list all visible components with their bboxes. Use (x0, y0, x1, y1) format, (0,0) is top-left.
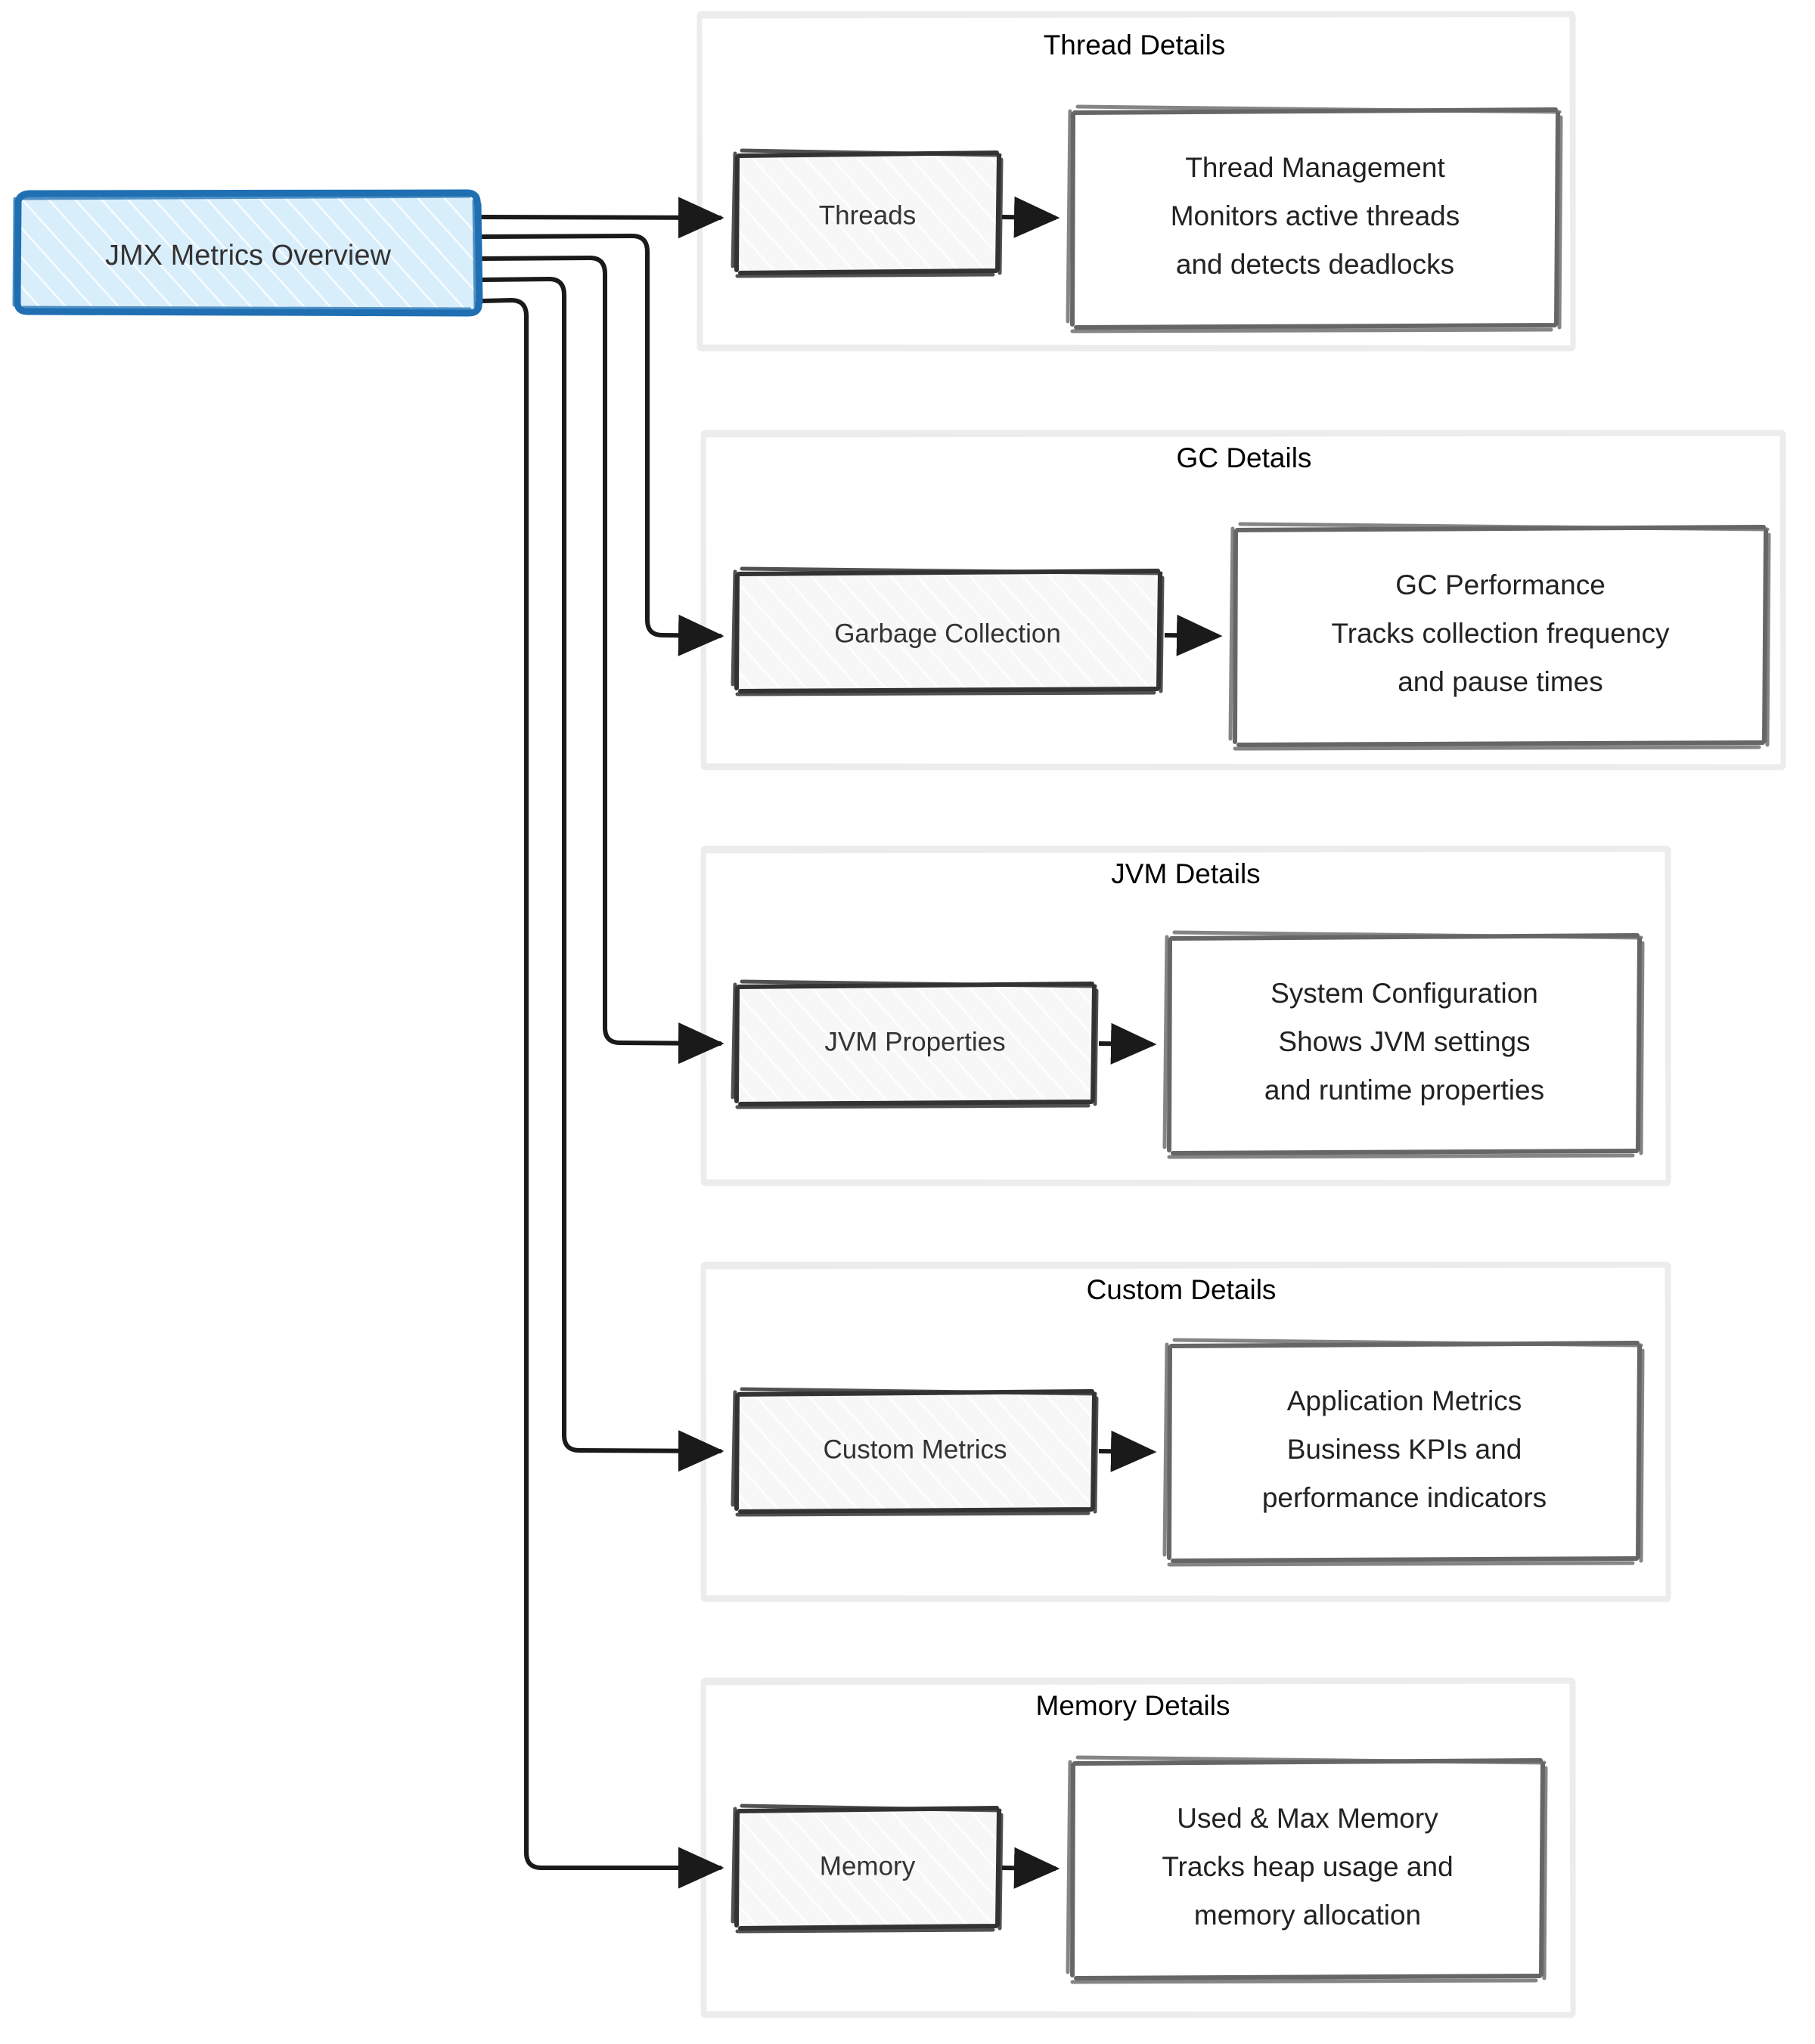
edge-custom-to-detail (1098, 1430, 1157, 1472)
subgraph-title: JVM Details (1111, 858, 1260, 889)
subgraph-jvm-details: JVM Details (700, 845, 1671, 1186)
subgraph-gc-details: GC Details (700, 430, 1786, 771)
detail-line: and runtime properties (1264, 1075, 1544, 1106)
detail-line: Shows JVM settings (1278, 1026, 1530, 1057)
node-threads[interactable]: Threads (731, 148, 1004, 278)
detail-line: Application Metrics (1287, 1385, 1522, 1416)
subgraph-title: Memory Details (1036, 1690, 1230, 1721)
edge-threads-to-detail (1001, 196, 1060, 238)
node-jvm-properties[interactable]: JVM Properties (731, 979, 1099, 1109)
edge-root-to-custom (480, 277, 724, 1472)
node-label: JVM Properties (824, 1027, 1005, 1056)
edge-root-to-gc (480, 234, 724, 656)
subgraph-title: Custom Details (1087, 1274, 1277, 1305)
node-label: JMX Metrics Overview (105, 240, 391, 271)
detail-line: System Configuration (1270, 978, 1538, 1009)
detail-line: GC Performance (1395, 569, 1606, 600)
edge-gc-to-detail (1164, 614, 1223, 656)
edge-root-to-threads (480, 197, 724, 239)
node-garbage-collection[interactable]: Garbage Collection (731, 566, 1165, 696)
node-label: Garbage Collection (834, 619, 1061, 648)
edge-memory-to-detail (1001, 1847, 1060, 1889)
detail-line: and detects deadlocks (1176, 249, 1454, 280)
node-label: Custom Metrics (823, 1435, 1007, 1464)
subgraph-title: Thread Details (1044, 29, 1226, 60)
node-label: Threads (819, 200, 916, 230)
detail-line: Monitors active threads (1171, 200, 1460, 231)
detail-thread-management[interactable]: Thread Management Monitors active thread… (1066, 104, 1563, 333)
subgraph-title: GC Details (1177, 442, 1312, 473)
detail-line: Tracks collection frequency (1332, 618, 1670, 649)
detail-system-configuration[interactable]: System Configuration Shows JVM settings … (1162, 930, 1645, 1159)
detail-line: Tracks heap usage and (1162, 1851, 1453, 1882)
subgraph-thread-details: Thread Details (697, 11, 1576, 352)
detail-line: Business KPIs and (1287, 1434, 1522, 1465)
node-memory[interactable]: Memory (731, 1804, 1004, 1934)
detail-line: Thread Management (1185, 152, 1445, 183)
detail-line: memory allocation (1194, 1900, 1421, 1931)
edge-root-to-memory (480, 298, 724, 1889)
detail-line: performance indicators (1262, 1482, 1547, 1513)
node-label: Memory (820, 1851, 916, 1881)
subgraph-custom-details: Custom Details (700, 1261, 1671, 1602)
detail-application-metrics[interactable]: Application Metrics Business KPIs and pe… (1162, 1338, 1645, 1567)
detail-gc-performance[interactable]: GC Performance Tracks collection frequen… (1228, 522, 1771, 751)
detail-line: Used & Max Memory (1177, 1803, 1438, 1834)
edge-group-root-fanout (480, 197, 724, 1889)
node-custom-metrics[interactable]: Custom Metrics (731, 1387, 1099, 1517)
detail-line: and pause times (1398, 666, 1603, 697)
detail-used-max-memory[interactable]: Used & Max Memory Tracks heap usage and … (1066, 1755, 1548, 1984)
edge-root-to-jvm (480, 256, 724, 1065)
node-jmx-metrics-overview[interactable]: JMX Metrics Overview (12, 189, 483, 317)
